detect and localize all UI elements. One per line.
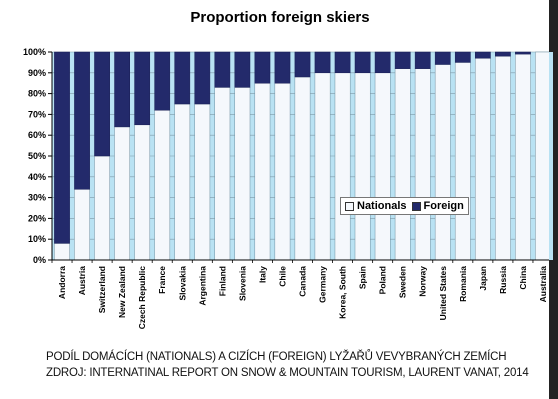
bar-foreign: [394, 51, 411, 69]
bar-foreign: [254, 51, 271, 84]
bar-foreign: [74, 51, 90, 190]
y-tick-label: 40%: [28, 172, 46, 182]
bar-nationals: [214, 87, 231, 261]
x-tick-label: New Zealand: [117, 266, 127, 318]
bar-nationals: [314, 72, 331, 261]
bar-foreign: [54, 51, 70, 244]
bar-nationals: [74, 189, 90, 261]
bar-foreign: [234, 51, 251, 88]
bar-nationals: [334, 72, 351, 261]
bar-foreign: [94, 51, 110, 157]
y-tick-label: 0%: [33, 255, 46, 265]
x-tick-label: Chile: [277, 266, 287, 287]
bar-foreign: [314, 51, 331, 74]
y-tick-label: 60%: [28, 130, 46, 140]
x-tick-label: Finland: [217, 266, 227, 296]
x-axis-labels: Andorra Austria Switzerland New Zealand Czec…: [51, 260, 548, 330]
x-tick-label: Poland: [378, 266, 388, 294]
bar-foreign: [354, 51, 371, 74]
bar-foreign: [414, 51, 431, 69]
bar-foreign: [134, 51, 151, 126]
bar-foreign: [334, 51, 351, 74]
bar-foreign: [374, 51, 391, 74]
legend-label-nationals: Nationals: [357, 200, 407, 212]
x-tick-label: Romania: [458, 266, 468, 302]
bar-foreign: [214, 51, 231, 88]
x-tick-label: Slovakia: [177, 266, 187, 301]
x-tick-label: Switzerland: [97, 266, 107, 313]
y-tick-label: 90%: [28, 68, 46, 78]
y-tick-label: 50%: [28, 151, 46, 161]
bar-foreign: [114, 51, 130, 128]
bar-nationals: [434, 64, 451, 261]
y-tick-label: 10%: [28, 234, 46, 244]
figure-caption: PODÍL DOMÁCÍCH (NATIONALS) A CIZÍCH (FOR…: [46, 349, 546, 381]
bar-nationals: [114, 126, 130, 261]
legend-swatch-nationals: [345, 201, 354, 211]
legend-label-foreign: Foreign: [423, 200, 464, 212]
bar-nationals: [234, 87, 251, 261]
bar-nationals: [154, 109, 171, 261]
x-tick-label: China: [518, 266, 528, 290]
bar-nationals: [174, 103, 191, 261]
bar-nationals: [94, 155, 110, 261]
bar-foreign: [174, 51, 191, 105]
bar-foreign: [474, 51, 491, 59]
x-tick-label: Austria: [77, 266, 87, 296]
x-tick-label: Sweden: [398, 266, 408, 298]
bar-nationals: [134, 124, 151, 261]
bar-foreign: [294, 51, 311, 78]
bar-foreign: [154, 51, 171, 111]
bar-foreign: [495, 51, 511, 57]
bar-nationals: [454, 62, 471, 261]
bar-nationals: [254, 82, 271, 261]
x-tick-label: Andorra: [57, 266, 67, 299]
bar-nationals: [414, 68, 431, 261]
x-tick-label: Korea, South: [338, 266, 348, 319]
bar-nationals: [535, 51, 549, 261]
y-tick-label: 100%: [23, 47, 46, 57]
legend: Nationals Foreign: [340, 197, 469, 215]
y-tick-label: 20%: [28, 213, 46, 223]
y-tick-label: 80%: [28, 89, 46, 99]
x-tick-label: Czech Republic: [137, 266, 147, 330]
x-tick-label: France: [157, 266, 167, 294]
x-tick-label: Spain: [358, 266, 368, 289]
y-axis-ticks: 0% 10% 20% 30% 40% 50% 60% 70% 80% 90% 100%: [23, 47, 52, 265]
bar-foreign: [274, 51, 291, 84]
y-tick-label: 30%: [28, 193, 46, 203]
bar-nationals: [54, 243, 70, 261]
bar-foreign: [194, 51, 211, 105]
bar-foreign: [434, 51, 451, 65]
x-tick-label: Germany: [318, 266, 328, 303]
y-tick-label: 70%: [28, 109, 46, 119]
x-tick-label: Italy: [257, 266, 267, 283]
x-tick-label: Slovenia: [237, 266, 247, 301]
legend-swatch-foreign: [411, 201, 421, 211]
x-tick-label: Australia: [538, 266, 548, 303]
caption-line-1: PODÍL DOMÁCÍCH (NATIONALS) A CIZÍCH (FOR…: [46, 351, 507, 363]
bar-nationals: [274, 82, 291, 261]
bar-nationals: [354, 72, 371, 261]
x-tick-label: Argentina: [197, 266, 207, 306]
x-tick-label: Russia: [498, 266, 508, 294]
x-tick-label: United States: [438, 266, 448, 321]
bar-nationals: [294, 76, 311, 261]
bar-nationals: [194, 103, 211, 261]
bar-foreign: [454, 51, 471, 63]
bar-foreign: [515, 51, 531, 55]
x-tick-label: Japan: [478, 266, 488, 291]
x-tick-label: Canada: [298, 266, 308, 297]
bar-nationals: [474, 57, 491, 261]
bar-nationals: [515, 53, 531, 261]
chart-title: Proportion foreign skiers: [190, 9, 370, 26]
x-tick-label: Norway: [418, 266, 428, 297]
chart-svg: 0% 10% 20% 30% 40% 50% 60% 70% 80% 90% 100% Andorr…: [23, 47, 549, 330]
caption-line-2: ZDROJ: INTERNATINAL REPORT ON SNOW & MOU…: [46, 367, 529, 379]
bar-nationals: [394, 68, 411, 261]
bar-nationals: [495, 55, 511, 261]
bar-nationals: [374, 72, 391, 261]
